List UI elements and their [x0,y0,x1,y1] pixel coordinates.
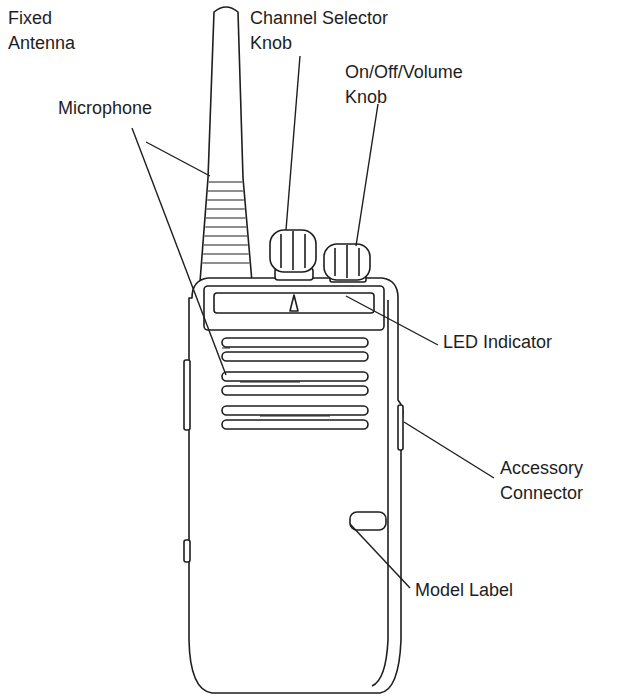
part-label: Fixed Antenna [8,6,98,56]
side-button [184,540,190,562]
leader-line [146,142,210,176]
part-label: Microphone [58,96,152,121]
top-panel [204,286,384,330]
leader-line [350,524,410,588]
knob-ridges [281,231,305,270]
channel-selector-knob [270,230,316,272]
part-label: LED Indicator [443,330,552,355]
led-window [214,293,374,313]
part-label: On/Off/Volume Knob [345,60,475,110]
housing-side-edge [372,300,388,686]
model-label-plate [350,512,386,530]
part-label: Accessory Connector [500,456,600,506]
leader-line [346,296,438,345]
led-indicator [290,295,298,311]
knob-ridges [335,245,359,278]
accessory-connector [398,405,403,450]
radio-housing [189,278,403,693]
leader-line [404,422,494,478]
leader-line [132,128,226,375]
leader-line [286,56,300,230]
part-label: Channel Selector Knob [250,6,400,56]
part-label: Model Label [415,578,513,603]
side-button [184,360,190,430]
volume-knob [324,244,370,280]
antenna-outline [200,7,252,282]
antenna-ribs [202,182,249,263]
leader-line [356,104,378,246]
speaker-grille [222,338,368,429]
